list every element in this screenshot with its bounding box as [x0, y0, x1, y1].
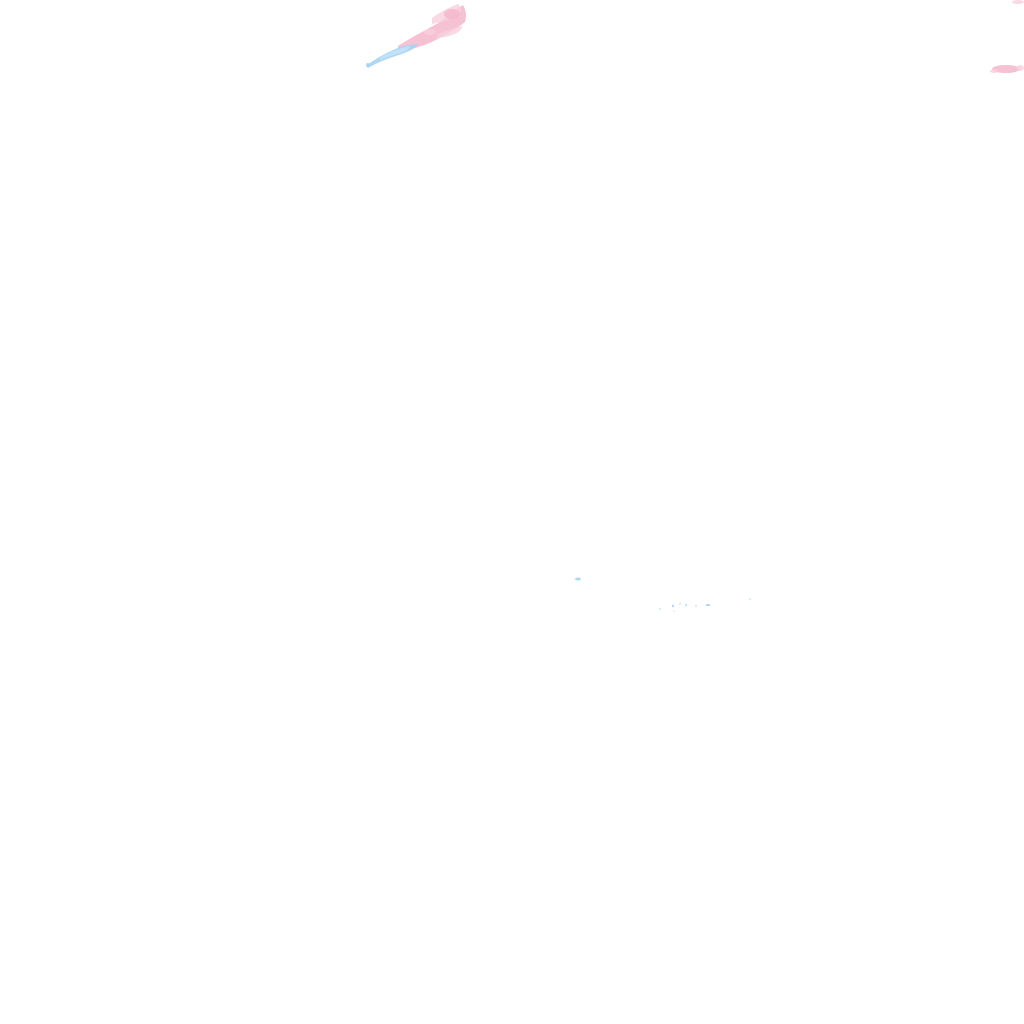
- pink-streak: [398, 4, 467, 52]
- blue-streak: [366, 44, 418, 68]
- blue-specks: [575, 577, 751, 612]
- pink-smudge: [990, 0, 1024, 73]
